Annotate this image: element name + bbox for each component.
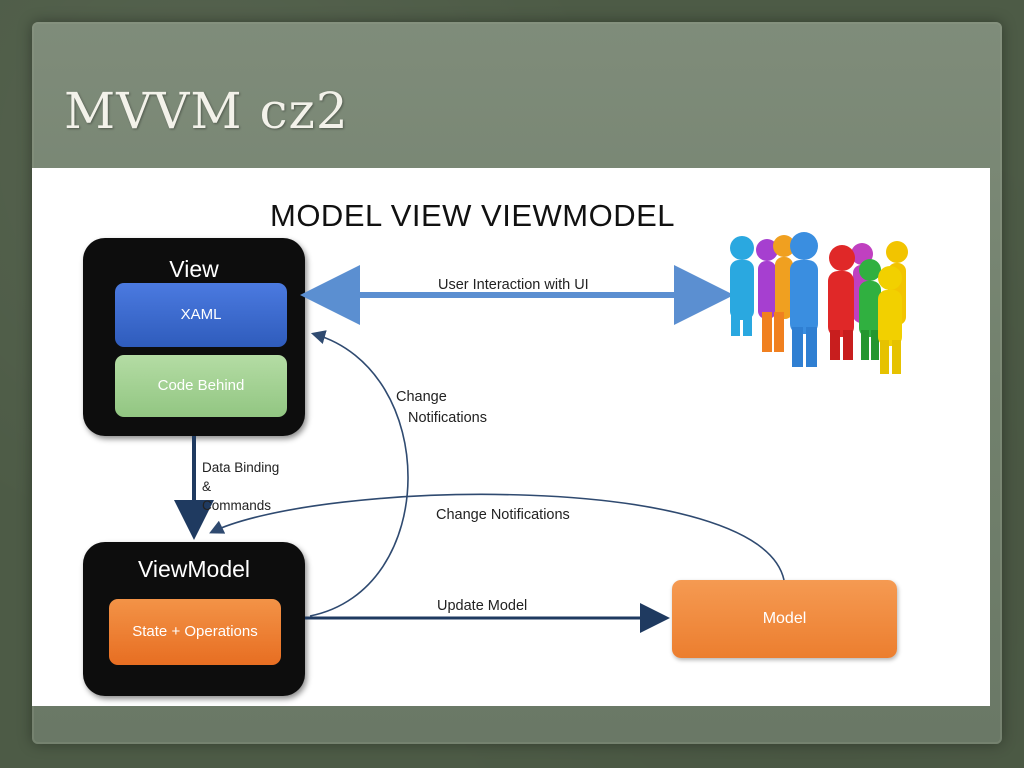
model-box: Model: [672, 580, 897, 658]
diagram-title: MODEL VIEW VIEWMODEL: [270, 198, 676, 233]
viewmodel-label: ViewModel: [137, 556, 251, 582]
view-box: View XAML Code Behind: [83, 238, 305, 436]
change-notifications-model-label: Change Notifications: [436, 507, 570, 523]
data-binding-label-1: Data Binding: [202, 460, 280, 475]
xaml-box: XAML: [115, 283, 287, 347]
state-operations-box: State + Operations: [109, 599, 281, 665]
data-binding-label-2: &: [202, 479, 212, 494]
change-notifications-model-curve: [209, 493, 785, 581]
user-interaction-label: User Interaction with UI: [438, 277, 589, 293]
users-group-illustration: [730, 232, 908, 374]
change-label-2: Notifications: [408, 410, 487, 426]
change-label-1: Change: [396, 389, 447, 405]
change-notifications-view-curve: [309, 330, 409, 617]
code-behind-box: Code Behind: [115, 355, 287, 417]
data-binding-label-3: Commands: [202, 498, 272, 513]
slide-title: MVVM cz2: [64, 82, 349, 140]
update-model-label: Update Model: [437, 598, 528, 614]
view-label: View: [169, 256, 219, 282]
viewmodel-box: ViewModel State + Operations: [83, 542, 305, 696]
